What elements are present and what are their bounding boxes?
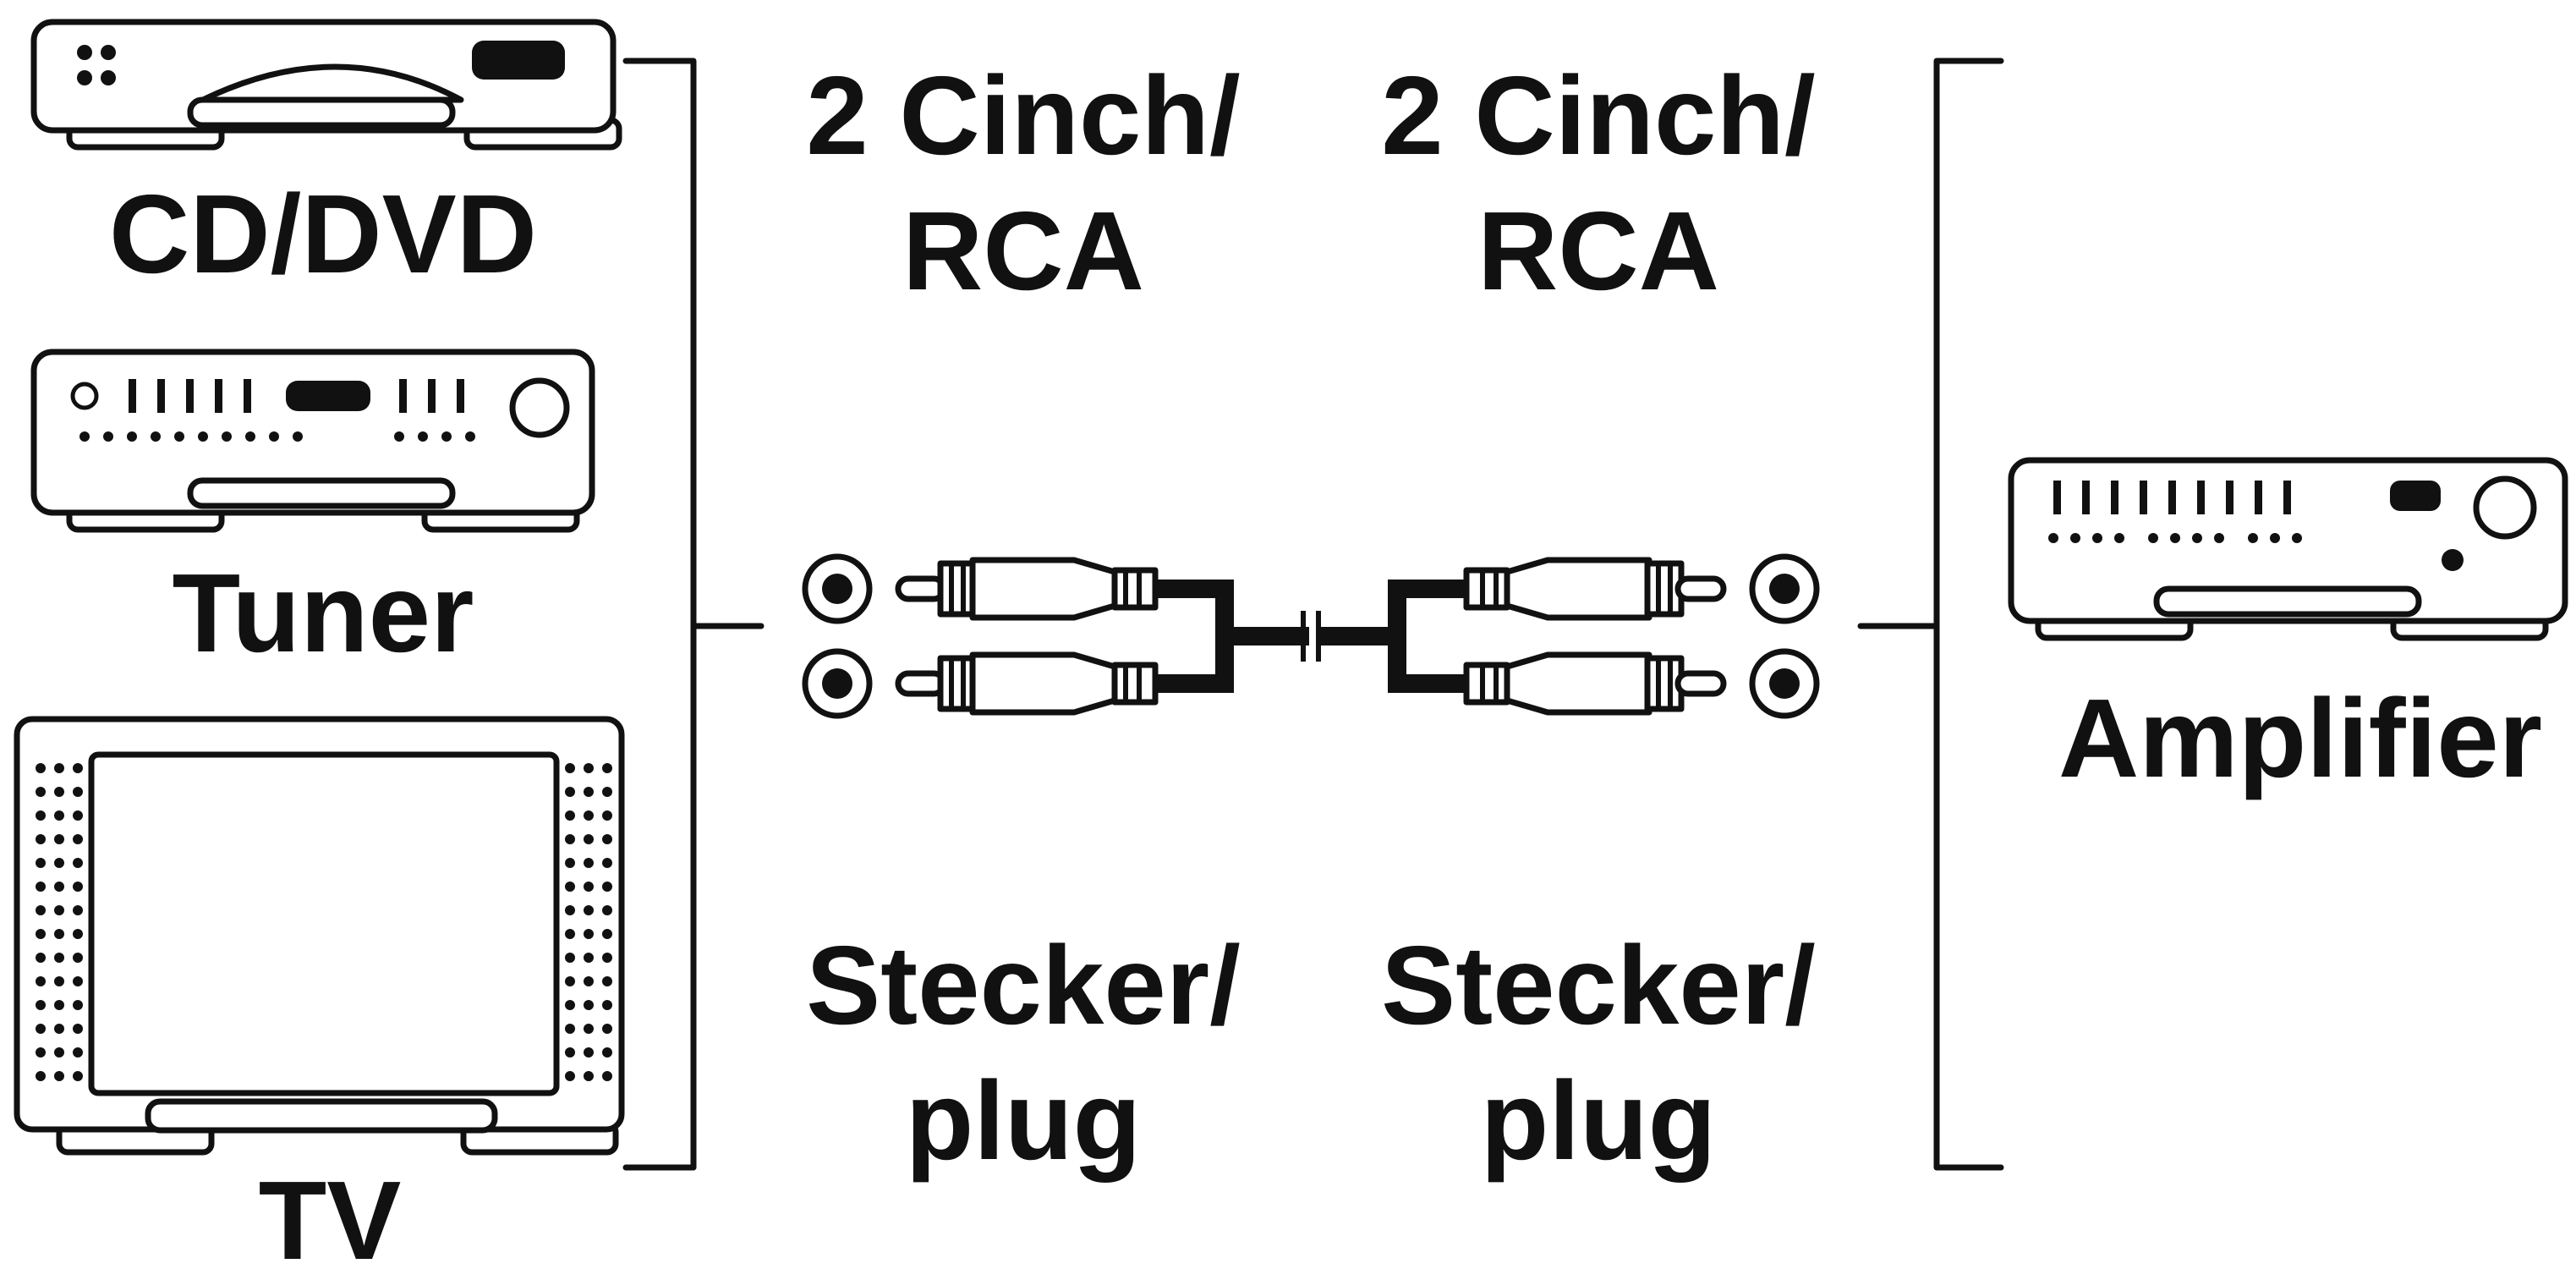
right-rca-plug-bottom-icon: [1463, 651, 1727, 716]
right-rca-jack-top-icon: [1749, 553, 1820, 624]
source-bracket: [622, 58, 765, 1171]
left-plug-label-line1: Stecker/: [806, 923, 1241, 1047]
tuner-dots: [79, 431, 475, 442]
right-rca-jack-bottom-icon: [1749, 648, 1820, 719]
cable-icon: [1155, 580, 1466, 693]
right-plug-label-line1: Stecker/: [1381, 923, 1816, 1047]
amplifier-icon: [2008, 457, 2568, 641]
right-cinch-label-line2: RCA: [1477, 189, 1719, 313]
cd-dvd-label: CD/DVD: [109, 172, 537, 296]
amplifier-bracket: [1857, 58, 2004, 1171]
cd-dvd-player-icon: [30, 19, 622, 151]
left-plug-label-line2: plug: [906, 1058, 1142, 1183]
left-cinch-label-line2: RCA: [902, 189, 1144, 313]
left-cinch-label-line1: 2 Cinch/: [806, 53, 1240, 178]
tuner-icon: [30, 349, 595, 533]
tv-speaker-left: [36, 763, 83, 1081]
tv-icon: [14, 716, 625, 1156]
tuner-label: Tuner: [173, 551, 474, 675]
tv-label: TV: [259, 1158, 402, 1269]
left-rca-jack-top-icon: [802, 553, 873, 624]
tv-speaker-right: [565, 763, 612, 1081]
amplifier-label: Amplifier: [2058, 676, 2542, 800]
right-rca-plug-top-icon: [1463, 557, 1727, 621]
left-rca-plug-top-icon: [895, 557, 1159, 621]
left-rca-plug-bottom-icon: [895, 651, 1159, 716]
right-cinch-label-line1: 2 Cinch/: [1381, 53, 1815, 178]
amplifier-dots: [2048, 533, 2302, 543]
left-rca-jack-bottom-icon: [802, 648, 873, 719]
right-plug-label-line2: plug: [1481, 1058, 1717, 1183]
